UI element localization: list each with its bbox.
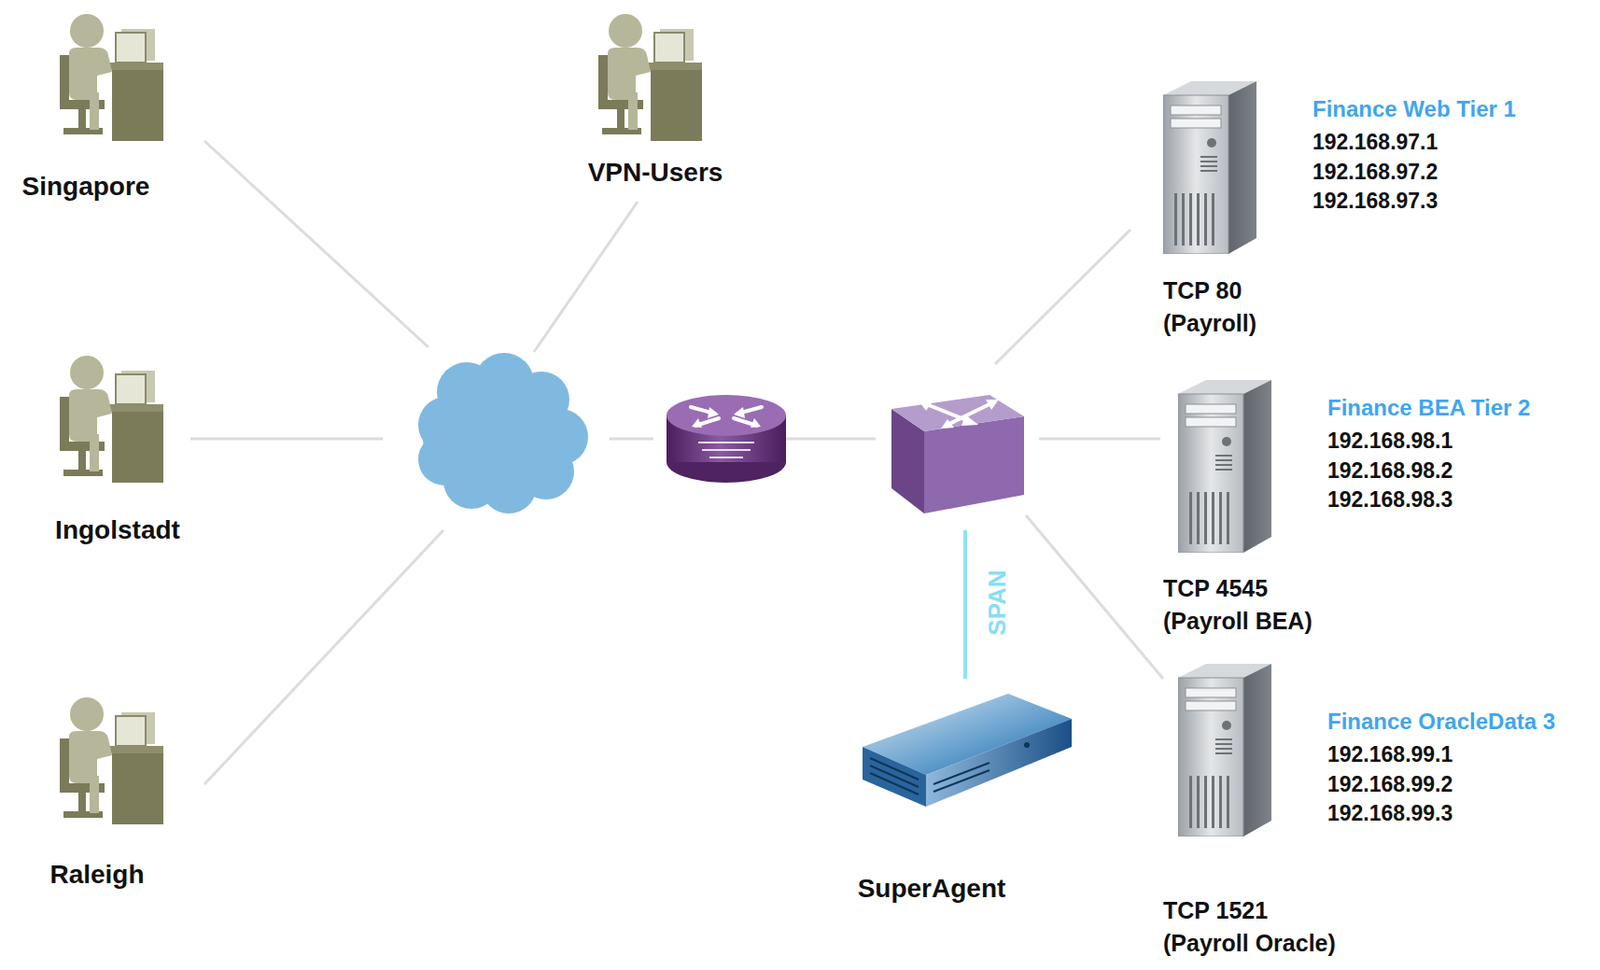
tier-heading: Finance OracleData 3 <box>1327 708 1556 736</box>
illustration-part <box>933 770 990 792</box>
illustration-part <box>59 697 164 825</box>
illustration-part <box>609 437 654 441</box>
ip-address: 192.168.98.1 <box>1327 428 1453 455</box>
ip-address: 192.168.98.3 <box>1327 487 1453 514</box>
ip-address: 192.168.99.2 <box>1327 771 1453 799</box>
span-label: SPAN <box>982 569 1012 635</box>
illustration-part <box>698 442 755 458</box>
illustration-part <box>870 772 919 795</box>
port-label: TCP 80 (Payroll) <box>1163 274 1285 340</box>
link-lines <box>190 140 1164 785</box>
ip-address: 192.168.99.3 <box>1327 800 1453 828</box>
illustration-part <box>190 437 383 441</box>
illustration-part <box>870 757 990 795</box>
ip-address: 192.168.97.1 <box>1312 129 1438 156</box>
port-label: TCP 4545 (Payroll BEA) <box>1163 572 1327 638</box>
server-node: Finance BEA Tier 2 192.168.98.1 192.168.98… <box>1155 379 1599 654</box>
illustration-part <box>1025 515 1164 679</box>
tier-heading: Finance Web Tier 1 <box>1312 96 1516 124</box>
site-node: Raleigh <box>45 858 149 891</box>
illustration-part <box>926 718 1072 807</box>
illustration-part <box>204 530 444 785</box>
site-label: VPN-Users <box>584 156 728 189</box>
tier-heading: Finance BEA Tier 2 <box>1327 394 1530 422</box>
span-line <box>963 530 968 679</box>
site-label: Ingolstadt <box>51 514 184 547</box>
site-node: VPN-Users <box>584 156 728 189</box>
illustration-part <box>947 403 992 425</box>
illustration-part <box>961 414 979 426</box>
user-icons <box>59 14 702 825</box>
illustration-part <box>598 14 702 141</box>
illustration-part <box>1163 81 1257 254</box>
illustration-part <box>924 416 1025 514</box>
illustration-part <box>59 14 164 141</box>
site-node: SuperAgent <box>854 872 1011 905</box>
server-node: Finance Web Tier 1 192.168.97.1 192.168.97… <box>1155 81 1599 346</box>
router <box>666 394 786 483</box>
cloud <box>418 352 589 514</box>
ip-address: 192.168.97.2 <box>1312 159 1438 186</box>
illustration-part <box>707 407 719 419</box>
switch <box>891 394 1025 514</box>
illustration-part <box>918 400 933 411</box>
illustration-part <box>1024 742 1030 748</box>
server-icons <box>1163 81 1272 837</box>
illustration-part <box>995 229 1131 365</box>
ip-address: 192.168.99.1 <box>1327 742 1453 769</box>
illustration-part <box>1178 379 1272 553</box>
illustration-part <box>204 140 429 348</box>
illustration-part <box>924 403 992 425</box>
illustration-part <box>1178 663 1272 837</box>
illustration-part <box>691 407 761 428</box>
server-node: Finance OracleData 3192.168.99.1192.168.… <box>1155 663 1599 966</box>
port-label: TCP 1521 (Payroll Oracle) <box>1163 894 1346 960</box>
site-label: Raleigh <box>45 858 149 891</box>
illustration-part <box>533 201 638 352</box>
illustration-part <box>666 394 786 436</box>
site-label: SuperAgent <box>854 872 1011 905</box>
illustration-part <box>698 442 755 458</box>
site-label: Singapore <box>18 170 155 203</box>
illustration-part <box>418 433 471 486</box>
ip-address: 192.168.97.3 <box>1312 188 1438 215</box>
illustration-part <box>733 407 745 419</box>
illustration-part <box>862 746 927 807</box>
superagent-appliance <box>862 693 1072 807</box>
illustration-part <box>785 437 876 441</box>
illustration-part <box>1038 437 1161 441</box>
illustration-part <box>985 399 999 410</box>
illustration-part <box>691 418 702 428</box>
illustration-part <box>750 418 761 428</box>
site-node: Singapore <box>18 170 155 203</box>
site-node: Ingolstadt <box>51 514 184 547</box>
illustration-part <box>690 407 762 426</box>
illustration-part <box>940 419 955 429</box>
illustration-part <box>918 399 999 429</box>
illustration-part <box>59 355 164 483</box>
illustration-part <box>891 394 1025 432</box>
ip-address: 192.168.98.2 <box>1327 458 1453 485</box>
